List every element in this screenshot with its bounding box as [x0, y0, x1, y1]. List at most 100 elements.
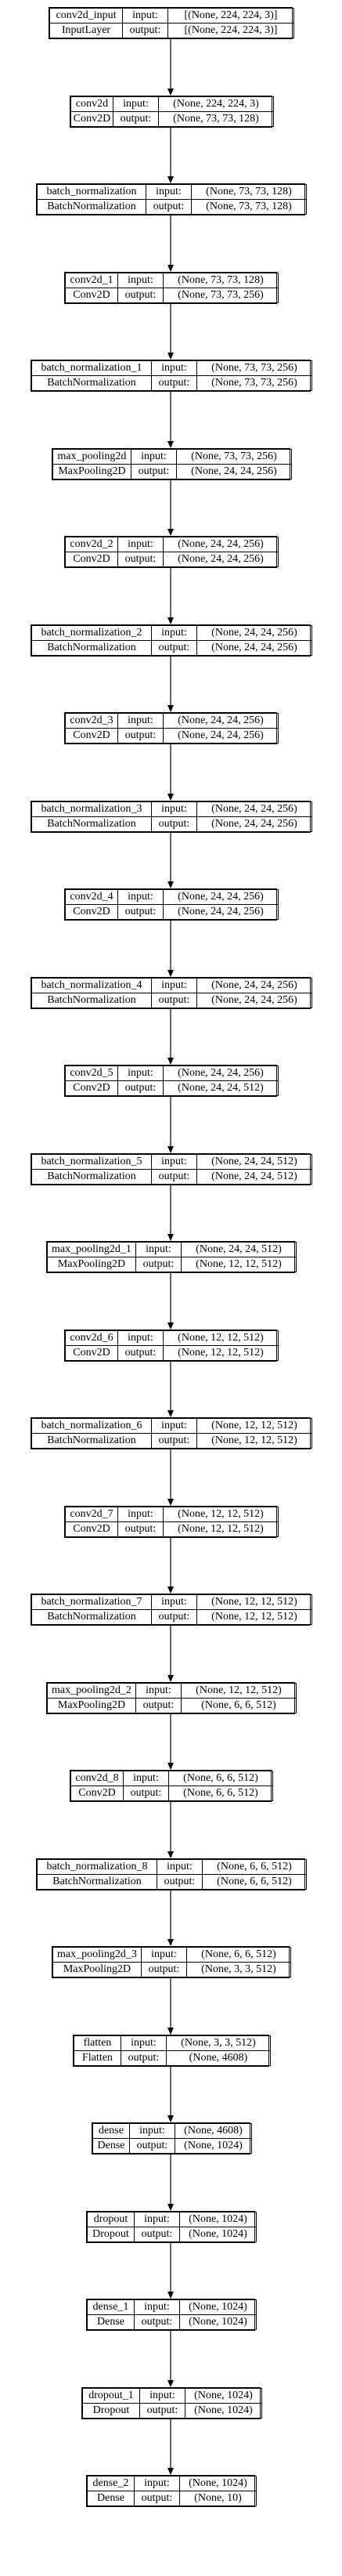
input-label: input: — [135, 1242, 182, 1257]
output-label: output: — [135, 1257, 182, 1272]
arrow-head — [167, 1410, 174, 1417]
input-shape: (None, 12, 12, 512) — [163, 1507, 279, 1522]
output-label: output: — [157, 1874, 203, 1890]
input-shape: (None, 24, 24, 256) — [163, 713, 279, 729]
layer-name: batch_normalization_5 — [31, 1154, 152, 1170]
output-shape: (None, 24, 24, 512) — [196, 1169, 312, 1185]
input-shape: (None, 24, 24, 512) — [181, 1242, 297, 1257]
layer-type: BatchNormalization — [31, 1169, 152, 1185]
input-shape: (None, 1024) — [179, 2476, 257, 2491]
layer-name: batch_normalization_7 — [31, 1594, 152, 1610]
output-label: output: — [129, 2138, 175, 2154]
layer-type: BatchNormalization — [31, 1609, 152, 1625]
output-shape: (None, 12, 12, 512) — [196, 1433, 312, 1449]
layer-name: conv2d_3 — [65, 713, 118, 729]
arrow-head — [167, 617, 174, 624]
input-label: input: — [151, 1154, 197, 1170]
layer-name: conv2d_5 — [65, 1065, 118, 1081]
input-label: input: — [122, 8, 168, 24]
input-shape: (None, 73, 73, 256) — [176, 449, 292, 465]
input-shape: (None, 24, 24, 512) — [196, 1154, 312, 1170]
layer-type: Conv2D — [70, 111, 113, 127]
input-shape: (None, 6, 6, 512) — [168, 1771, 273, 1786]
layer-type: BatchNormalization — [31, 640, 152, 656]
input-label: input: — [135, 1683, 182, 1699]
output-label: output: — [117, 1080, 164, 1096]
output-shape: (None, 24, 24, 256) — [163, 728, 279, 743]
output-label: output: — [121, 2050, 167, 2066]
output-shape: (None, 73, 73, 256) — [163, 288, 279, 303]
input-shape: (None, 24, 24, 256) — [196, 625, 312, 641]
input-label: input: — [146, 184, 192, 200]
input-shape: (None, 24, 24, 256) — [163, 537, 279, 552]
arrow-head — [167, 265, 174, 272]
layer-name: batch_normalization_1 — [31, 360, 152, 376]
input-shape: (None, 24, 24, 256) — [163, 1065, 279, 1081]
input-label: input: — [151, 360, 197, 376]
input-label: input: — [151, 1594, 197, 1610]
layer-type: Conv2D — [65, 728, 118, 743]
arrow-head — [167, 1586, 174, 1594]
layer-name: max_pooling2d — [52, 449, 131, 465]
output-shape: (None, 73, 73, 128) — [158, 111, 274, 127]
output-shape: (None, 24, 24, 256) — [163, 904, 279, 920]
arrow-head — [167, 176, 174, 183]
layer-name: conv2d_4 — [65, 889, 118, 905]
output-shape: (None, 1024) — [185, 2403, 262, 2419]
output-label: output: — [117, 552, 164, 567]
arrow-head — [167, 353, 174, 360]
output-label: output: — [117, 1345, 164, 1361]
layer-name: conv2d_1 — [65, 273, 118, 288]
layer-type: MaxPooling2D — [52, 464, 131, 479]
output-label: output: — [117, 728, 164, 743]
arrow-head — [167, 1939, 174, 1946]
layer-type: InputLayer — [49, 23, 123, 38]
layer-name: flatten — [74, 2035, 121, 2051]
input-shape: (None, 1024) — [185, 2388, 262, 2404]
layer-name: conv2d_8 — [70, 1771, 124, 1786]
layer-type: Conv2D — [70, 1785, 124, 1801]
layer-type: BatchNormalization — [37, 1874, 157, 1890]
output-shape: (None, 12, 12, 512) — [196, 1609, 312, 1625]
input-shape: (None, 1024) — [179, 2212, 257, 2227]
input-label: input: — [117, 1330, 164, 1346]
arrow-head — [167, 1234, 174, 1241]
layer-name: dense_2 — [87, 2476, 135, 2491]
layer-type: BatchNormalization — [31, 1433, 152, 1449]
output-shape: (None, 6, 6, 512) — [181, 1698, 297, 1713]
input-label: input: — [117, 713, 164, 729]
output-shape: (None, 3, 3, 512) — [186, 1962, 291, 1977]
output-shape: (None, 24, 24, 256) — [163, 552, 279, 567]
input-shape: (None, 12, 12, 512) — [181, 1683, 297, 1699]
input-label: input: — [117, 1507, 164, 1522]
output-label: output: — [151, 640, 197, 656]
output-label: output: — [151, 1609, 197, 1625]
output-shape: (None, 24, 24, 256) — [196, 640, 312, 656]
arrow-head — [167, 881, 174, 888]
arrow-head — [167, 2115, 174, 2122]
output-label: output: — [151, 993, 197, 1008]
output-label: output: — [134, 2314, 180, 2330]
layer-type: MaxPooling2D — [47, 1257, 136, 1272]
layer-type: Dropout — [82, 2403, 140, 2419]
input-label: input: — [151, 801, 197, 817]
output-label: output: — [134, 2227, 180, 2242]
layer-type: Flatten — [74, 2050, 121, 2066]
input-shape: (None, 12, 12, 512) — [196, 1418, 312, 1434]
layer-type: BatchNormalization — [31, 816, 152, 832]
layer-type: MaxPooling2D — [52, 1962, 142, 1977]
